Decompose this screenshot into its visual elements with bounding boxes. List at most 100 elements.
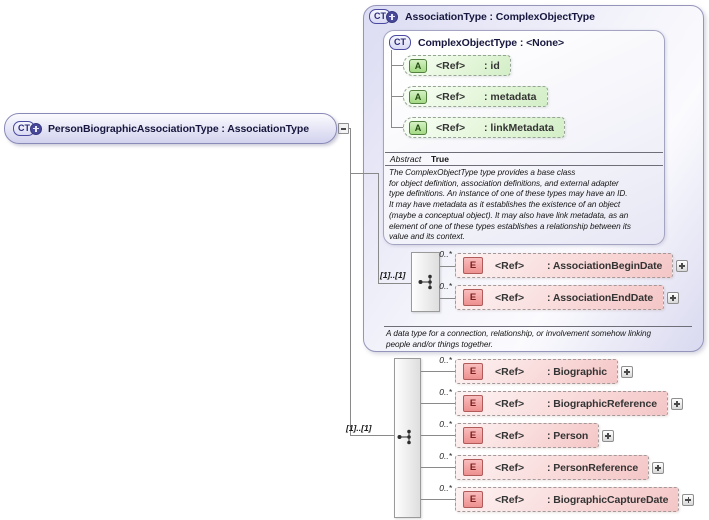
connector-line [421, 499, 455, 500]
occurs-label: 0..* [439, 451, 452, 461]
derived-type-plus-icon [386, 10, 398, 23]
element-biographiccapturedate[interactable]: E <Ref> : BiographicCaptureDate [455, 487, 680, 512]
element-name: : BiographicReference [547, 397, 657, 410]
element-icon: E [463, 289, 483, 306]
expand-icon[interactable] [682, 493, 695, 506]
connector-line [440, 298, 455, 299]
element-name: : BiographicCaptureDate [547, 493, 669, 506]
element-row-associationbegindate: E <Ref> : AssociationBeginDate [455, 253, 689, 278]
collapse-icon[interactable] [338, 123, 349, 134]
element-name: : PersonReference [547, 461, 639, 474]
connector-line [391, 50, 392, 128]
element-name: : Biographic [547, 365, 608, 378]
occurs-label: 0..* [439, 281, 452, 291]
attribute-icon: A [409, 120, 427, 135]
occurs-label: 0..* [439, 419, 452, 429]
expand-icon[interactable] [602, 429, 615, 442]
element-personreference[interactable]: E <Ref> : PersonReference [455, 455, 650, 480]
connector-line [421, 403, 455, 404]
attribute-row-id: A <Ref> : id [403, 55, 511, 76]
occurs-label: 0..* [439, 387, 452, 397]
complex-type-icon: CT [369, 9, 398, 24]
element-person[interactable]: E <Ref> : Person [455, 423, 600, 448]
element-row-biographiccapturedate: E <Ref> : BiographicCaptureDate [455, 487, 695, 512]
attribute-id[interactable]: A <Ref> : id [403, 55, 511, 76]
connector-line [391, 96, 403, 97]
element-biographicreference[interactable]: E <Ref> : BiographicReference [455, 391, 668, 416]
expand-icon[interactable] [652, 461, 665, 474]
element-row-associationenddate: E <Ref> : AssociationEndDate [455, 285, 680, 310]
connector-line [421, 435, 455, 436]
panel-title: AssociationType : ComplexObjectType [405, 10, 595, 23]
root-type-title: PersonBiographicAssociationType : Associ… [48, 122, 309, 135]
facet-divider [385, 152, 663, 153]
abstract-value: True [431, 154, 449, 164]
element-ref-kind: <Ref> [495, 397, 525, 410]
attribute-linkmetadata[interactable]: A <Ref> : linkMetadata [403, 117, 566, 138]
attribute-metadata[interactable]: A <Ref> : metadata [403, 86, 548, 107]
attribute-row-linkmetadata: A <Ref> : linkMetadata [403, 117, 566, 138]
complex-type-icon: CT [389, 35, 411, 50]
attribute-name: : linkMetadata [484, 121, 555, 134]
expand-icon[interactable] [676, 259, 689, 272]
derived-type-plus-icon [30, 122, 42, 135]
connector-line [350, 128, 351, 436]
sequence-icon [397, 429, 411, 445]
connector-line [379, 283, 411, 284]
complex-type-icon: CT [13, 121, 42, 136]
attribute-ref-kind: <Ref> [436, 90, 466, 103]
element-ref-kind: <Ref> [495, 291, 525, 304]
occurs-label: 0..* [439, 483, 452, 493]
element-icon: E [463, 257, 483, 274]
attribute-row-metadata: A <Ref> : metadata [403, 86, 548, 107]
element-row-person: E <Ref> : Person [455, 423, 615, 448]
connector-line [440, 266, 455, 267]
element-name: : AssociationBeginDate [547, 259, 663, 272]
element-ref-kind: <Ref> [495, 259, 525, 272]
complex-type-badge: CT [389, 35, 411, 50]
attribute-icon: A [409, 89, 427, 104]
element-name: : AssociationEndDate [547, 291, 654, 304]
expand-icon[interactable] [621, 365, 634, 378]
expand-icon[interactable] [670, 397, 683, 410]
connector-line [351, 173, 379, 174]
element-associationbegindate[interactable]: E <Ref> : AssociationBeginDate [455, 253, 674, 278]
base-type-title: ComplexObjectType : <None> [418, 36, 564, 49]
element-icon: E [463, 395, 483, 412]
connector-line [421, 371, 455, 372]
documentation-divider [384, 326, 692, 327]
connector-line [351, 435, 394, 436]
attribute-ref-kind: <Ref> [436, 59, 466, 72]
connector-line [391, 127, 403, 128]
connector-line [421, 467, 455, 468]
root-type-box[interactable]: CT PersonBiographicAssociationType : Ass… [4, 113, 337, 144]
attribute-name: : metadata [484, 90, 537, 103]
element-biographic[interactable]: E <Ref> : Biographic [455, 359, 619, 384]
occurs-label: 0..* [439, 355, 452, 365]
base-type-documentation: The ComplexObjectType type provides a ba… [389, 168, 631, 242]
sequence-cardinality: [1]..[1] [380, 270, 406, 280]
sequence-icon [418, 274, 432, 290]
element-icon: E [463, 491, 483, 508]
attribute-name: : id [484, 59, 500, 72]
element-associationenddate[interactable]: E <Ref> : AssociationEndDate [455, 285, 665, 310]
element-ref-kind: <Ref> [495, 365, 525, 378]
panel-header: CT AssociationType : ComplexObjectType [369, 9, 595, 24]
element-ref-kind: <Ref> [495, 493, 525, 506]
element-row-biographicreference: E <Ref> : BiographicReference [455, 391, 683, 416]
association-type-documentation: A data type for a connection, relationsh… [386, 329, 651, 349]
base-type-header: CT ComplexObjectType : <None> [389, 35, 564, 50]
facet-divider [385, 165, 663, 166]
connector-line [391, 65, 403, 66]
element-icon: E [463, 459, 483, 476]
element-name: : Person [547, 429, 589, 442]
attribute-icon: A [409, 58, 427, 73]
element-ref-kind: <Ref> [495, 461, 525, 474]
element-row-personreference: E <Ref> : PersonReference [455, 455, 665, 480]
element-ref-kind: <Ref> [495, 429, 525, 442]
occurs-label: 0..* [439, 249, 452, 259]
element-icon: E [463, 363, 483, 380]
expand-icon[interactable] [667, 291, 680, 304]
abstract-label: Abstract [390, 154, 422, 164]
